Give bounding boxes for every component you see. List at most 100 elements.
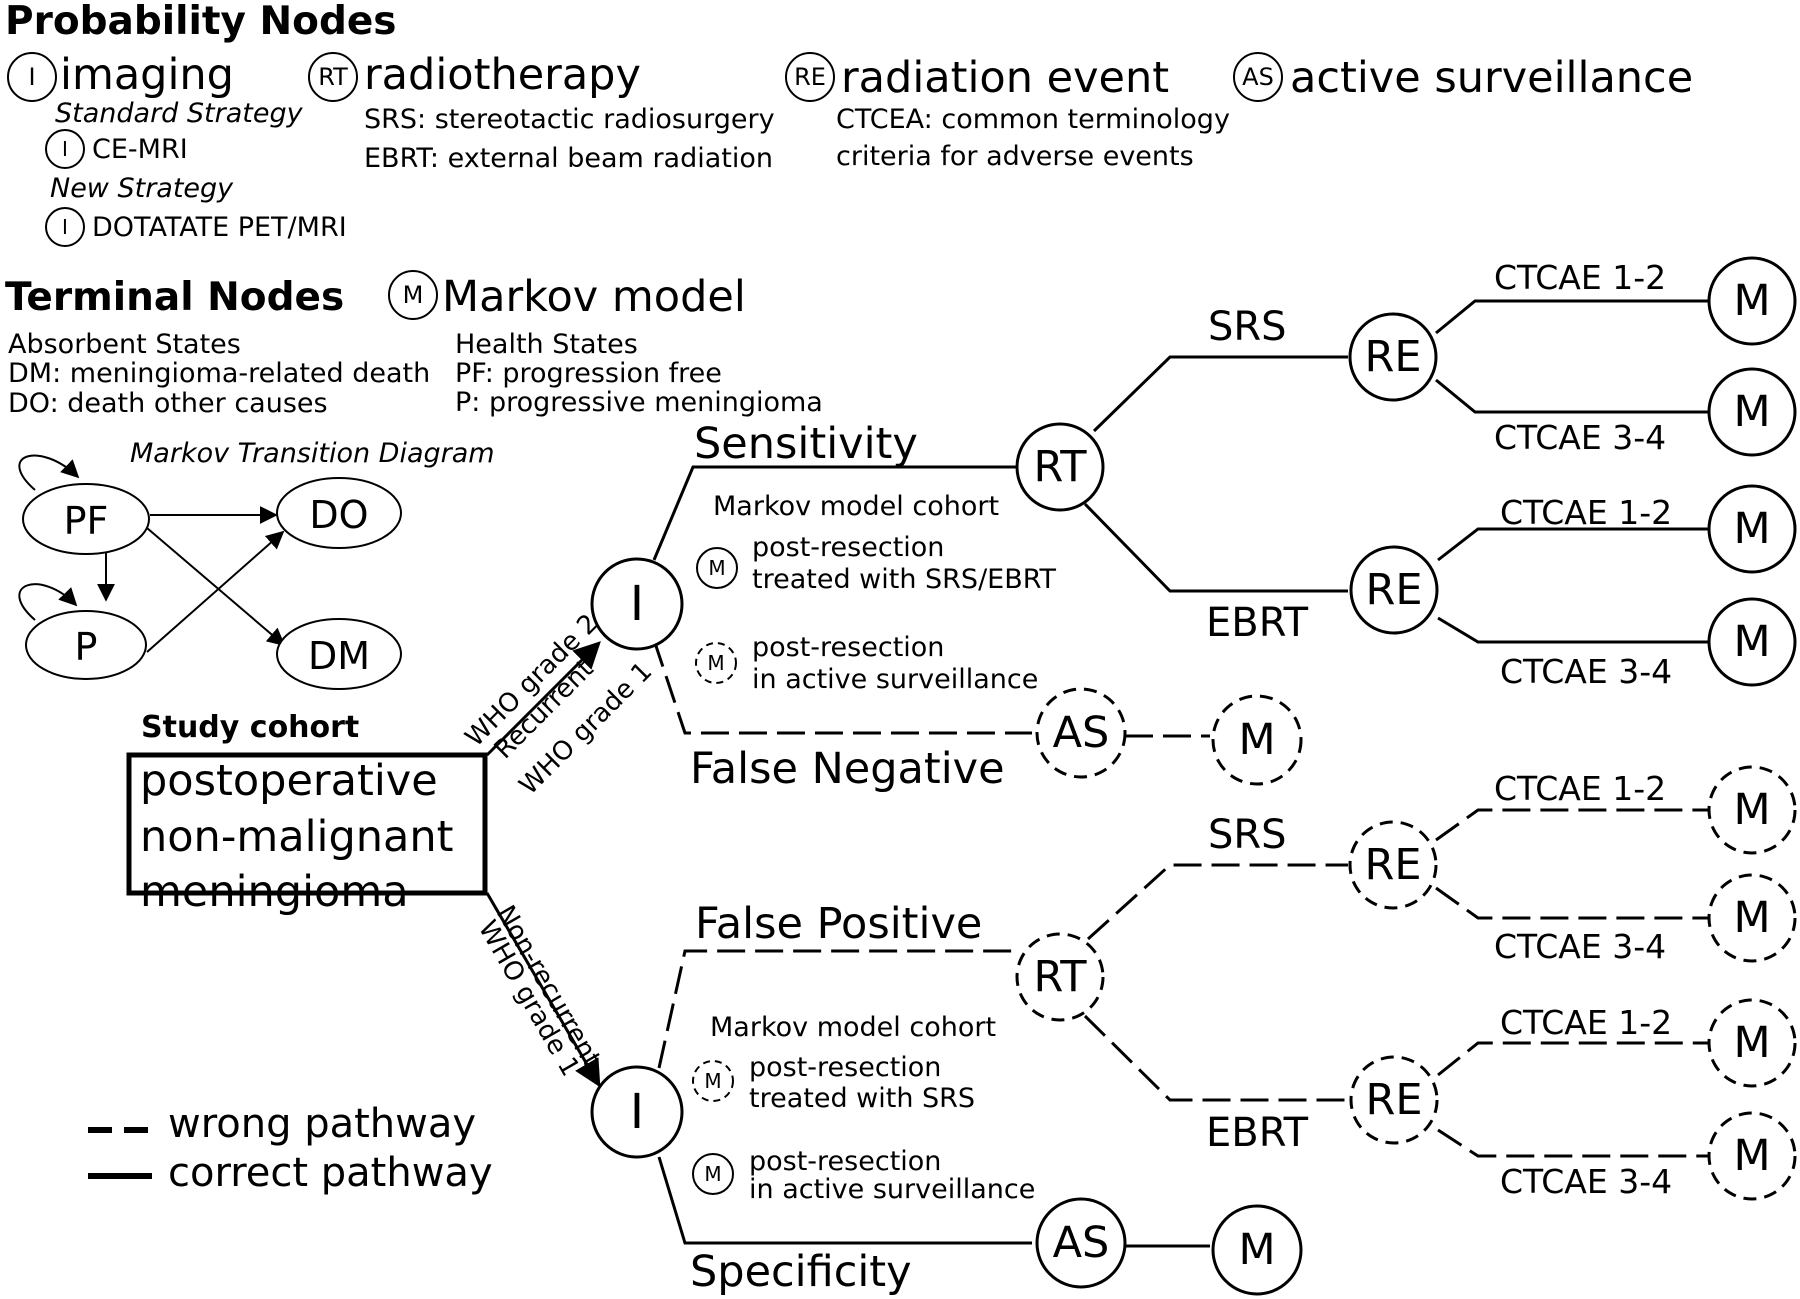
re-node-upper-srs: RE [1348,312,1438,402]
correct-pathway-label: correct pathway [168,1150,493,1196]
svg-text:M: M [1733,1131,1770,1181]
cohort-upper-solid-m-icon: M [696,547,738,589]
srs-label-upper: SRS [1208,304,1287,350]
study-cohort-title: Study cohort [141,710,359,745]
cohort-lower-title: Markov model cohort [710,1012,996,1043]
cohort-lower-a1: post-resection [749,1052,941,1083]
rt-node-upper: RT [1015,422,1105,512]
m-node-false-negative: M [1211,694,1303,786]
svg-text:AS: AS [1053,708,1110,758]
svg-text:I: I [62,137,68,161]
standard-strategy-label: Standard Strategy [55,98,304,129]
p-definition: P: progressive meningioma [455,387,823,418]
svg-text:M: M [403,281,424,309]
svg-text:M: M [1733,1018,1770,1068]
svg-text:RE: RE [1365,1075,1422,1125]
svg-text:RE: RE [1364,840,1421,890]
svg-text:RE: RE [1364,332,1421,382]
cohort-upper-a2: treated with SRS/EBRT [752,564,1057,595]
ctcae-34-upper-ebrt: CTCAE 3-4 [1500,652,1672,691]
ctcae-12-upper-ebrt: CTCAE 1-2 [1500,493,1672,532]
dm-definition: DM: meningioma-related death [8,358,430,389]
m-node-upper-4: M [1707,597,1797,687]
svg-text:AS: AS [1053,1218,1110,1268]
svg-text:M: M [1733,893,1770,943]
svg-text:RE: RE [794,63,826,91]
imaging-node-upper: I [590,557,684,651]
ebrt-label-lower: EBRT [1206,1110,1309,1156]
svg-text:M: M [708,556,725,580]
cohort-line1: postoperative [140,756,438,806]
ctcae-12-upper-srs: CTCAE 1-2 [1494,258,1666,297]
srs-label-lower: SRS [1208,812,1287,858]
rt-node-lower: RT [1015,932,1105,1022]
svg-text:M: M [1238,1225,1275,1275]
srs-definition: SRS: stereotactic radiosurgery [364,104,775,135]
svg-text:M: M [1238,715,1275,765]
cohort-lower-b1: post-resection [749,1146,941,1177]
wrong-pathway-label: wrong pathway [168,1101,476,1147]
upper-branch-arrow [485,641,601,757]
state-p: P [25,610,147,680]
new-strategy-label: New Strategy [50,173,234,204]
cohort-lower-solid-m-icon: M [692,1153,734,1195]
as-node-upper: AS [1035,687,1127,779]
m-node-upper-1: M [1707,256,1797,346]
dotatate-label: DOTATATE PET/MRI [92,212,347,243]
ctcae-definition-line2: criteria for adverse events [836,141,1194,172]
svg-text:RT: RT [318,63,348,91]
specificity-label: Specificity [690,1247,912,1297]
svg-text:M: M [704,1162,721,1186]
svg-text:I: I [28,63,35,91]
re-node-lower-ebrt: RE [1349,1055,1439,1145]
as-node-lower: AS [1035,1197,1127,1289]
cohort-line2: non-malignant [140,812,453,862]
cohort-upper-b2: in active surveillance [752,664,1038,695]
svg-text:DO: DO [309,493,368,537]
active-surveillance-legend-label: active surveillance [1290,53,1693,103]
false-negative-label: False Negative [690,744,1005,794]
ctcae-12-lower-ebrt: CTCAE 1-2 [1500,1003,1672,1042]
svg-text:RT: RT [1033,442,1087,492]
pf-definition: PF: progression free [455,358,722,389]
dotatate-node-icon: I [45,207,85,247]
radiotherapy-node-icon: RT [308,52,358,102]
svg-text:I: I [630,576,644,632]
state-pf: PF [22,483,150,555]
false-positive-label: False Positive [695,899,982,949]
sensitivity-label: Sensitivity [694,419,918,469]
re-node-lower-srs: RE [1348,820,1438,910]
m-node-lower-1: M [1707,765,1797,855]
cohort-lower-b2: in active surveillance [749,1174,1035,1205]
svg-text:I: I [630,1084,644,1140]
radiotherapy-legend-label: radiotherapy [364,50,641,100]
ebrt-label-upper: EBRT [1206,600,1309,646]
cohort-upper-a1: post-resection [752,532,944,563]
active-surveillance-node-icon: AS [1233,52,1283,102]
study-cohort-box [126,752,488,896]
markov-node-icon: M [388,270,438,320]
svg-text:M: M [1733,276,1770,326]
svg-text:AS: AS [1242,63,1274,91]
ebrt-definition: EBRT: external beam radiation [364,143,773,174]
cohort-lower-a2: treated with SRS [749,1083,975,1114]
ctcae-definition-line1: CTCEA: common terminology [836,104,1230,135]
svg-text:P: P [75,625,98,669]
imaging-node-lower: I [590,1065,684,1159]
svg-text:M: M [1733,617,1770,667]
cohort-upper-title: Markov model cohort [713,491,999,522]
svg-text:M: M [1733,785,1770,835]
ce-mri-node-icon: I [45,129,85,169]
m-node-lower-2: M [1707,873,1797,963]
health-states-title: Health States [455,329,638,360]
svg-text:M: M [704,1069,721,1093]
lower-tree-edges [657,808,1708,1248]
do-definition: DO: death other causes [8,388,328,419]
absorbent-states-title: Absorbent States [8,329,241,360]
upper-tree-edges [652,299,1708,738]
svg-text:M: M [1733,387,1770,437]
svg-text:DM: DM [308,634,370,678]
ctcae-12-lower-srs: CTCAE 1-2 [1494,769,1666,808]
svg-text:I: I [62,215,68,239]
